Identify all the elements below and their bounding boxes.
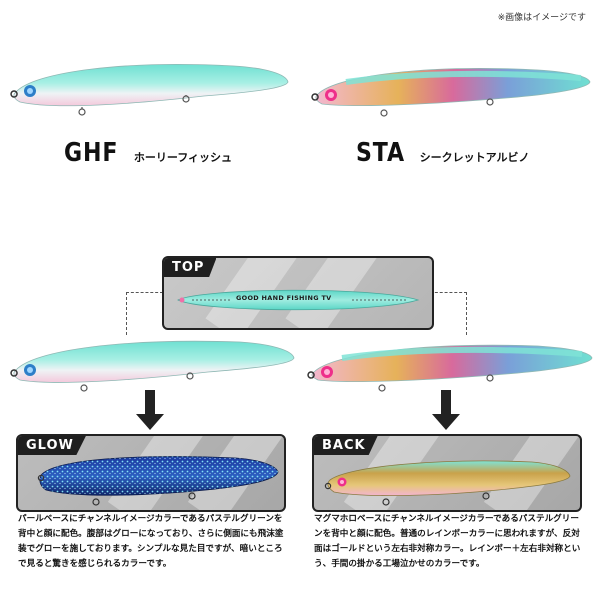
lure-sta-side-image <box>306 52 596 122</box>
lure-sta-side-image-2 <box>302 330 597 394</box>
variant-label-sta: STA シークレットアルビノ <box>356 138 529 168</box>
panel-tab-glow: GLOW <box>18 436 86 455</box>
variant-name: シークレットアルビノ <box>419 151 530 164</box>
back-panel: BACK <box>312 434 582 512</box>
connector-right <box>430 292 467 335</box>
variant-label-ghf: GHF ホーリーフィッシュ <box>64 138 232 168</box>
image-disclaimer: ※画像はイメージです <box>497 13 586 23</box>
arrow-down-icon <box>432 390 460 430</box>
lure-glow-image <box>36 450 282 508</box>
variant-code: STA <box>356 138 405 168</box>
description-ghf: パールベースにチャンネルイメージカラーであるパステルグリーンを背中と顔に配色。腹… <box>18 514 284 569</box>
variant-name: ホーリーフィッシュ <box>133 151 232 164</box>
description-sta: マグマホロベースにチャンネルイメージカラーであるパステルグリーンを背中と顔に配色… <box>314 514 581 569</box>
panel-tab-back: BACK <box>314 436 378 455</box>
top-view-panel: TOP GOOD HAND FISHING TV <box>162 256 434 330</box>
connector-left <box>126 292 163 335</box>
lure-back-gold-image <box>322 452 572 508</box>
lure-top-view-image <box>172 282 422 318</box>
variant-code: GHF <box>64 138 119 168</box>
lure-ghf-side-image <box>4 52 294 122</box>
arrow-down-icon <box>136 390 164 430</box>
lure-ghf-side-image-2 <box>4 330 299 394</box>
panel-tab-top: TOP <box>164 258 217 277</box>
lure-top-print-text: GOOD HAND FISHING TV <box>236 294 332 302</box>
glow-panel: GLOW <box>16 434 286 512</box>
